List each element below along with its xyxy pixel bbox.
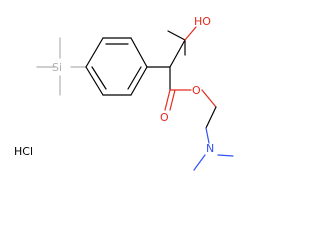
carbonyl-oxygen-label: O (160, 111, 169, 124)
carbonyl-double-bond-a (164, 89, 171, 111)
chemical-structure: Si HO O O N HCl (14, 15, 234, 171)
hydroxyl-label: HO (194, 15, 211, 28)
amine-nitrogen-label: N (206, 142, 214, 155)
tertiary-to-hydroxyl-bond (184, 26, 197, 41)
ring-double-bond-c (91, 66, 107, 90)
ring-bond-6 (85, 66, 104, 96)
alpha-to-tertiary-carbon-bond (169, 39, 186, 68)
carbonyl-double-bond-b (169, 89, 176, 111)
ring-double-bond-b (127, 66, 142, 90)
hcl-label: HCl (14, 145, 33, 158)
ester-oxygen-label: O (192, 84, 201, 97)
aminoethyl-chain (193, 89, 234, 171)
carbon-skeleton (146, 26, 197, 111)
ch2-to-ch2-bond (205, 106, 217, 129)
ester-oxygen-to-ch2-bond (201, 89, 217, 108)
benzene-ring (85, 37, 148, 96)
nitrogen-methyl-right-bond (217, 154, 234, 157)
ring-bond-4 (130, 66, 148, 96)
nitrogen-methyl-left-bond (193, 154, 206, 171)
ring-bond-1 (85, 37, 104, 68)
ch2-to-nitrogen-bond (205, 127, 210, 144)
trimethylsilyl-group (36, 37, 87, 96)
ring-bond-3 (130, 37, 148, 68)
tertiary-to-methyl-bond (167, 30, 186, 41)
silicon-label: Si (52, 61, 62, 74)
